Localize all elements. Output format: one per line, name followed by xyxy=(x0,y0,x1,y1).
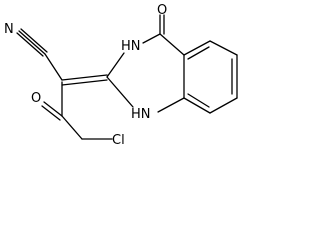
molecule-structure-diagram: N O HN HN O Cl xyxy=(4,3,238,148)
bond-n1-c2 xyxy=(106,76,134,108)
benzene-bond-1 xyxy=(183,40,211,56)
exocyclic-double-bond xyxy=(61,74,108,86)
benzene-bond-5 xyxy=(183,97,211,114)
atom-label-chlorine: Cl xyxy=(112,133,125,148)
bond-c8a-n1 xyxy=(157,97,185,113)
atom-label-n3-h: HN xyxy=(121,39,141,54)
benzene-bond-2 xyxy=(209,40,238,56)
atom-label-n1-h: HN xyxy=(131,107,151,122)
benzene-bond-5-inner xyxy=(187,93,210,108)
bond-c2-n3 xyxy=(106,52,125,78)
benzene-bond-4 xyxy=(209,97,238,114)
atom-label-ring-carbonyl-o: O xyxy=(157,3,167,18)
ring-carbonyl-double-bond xyxy=(159,14,165,35)
atom-label-ketone-o: O xyxy=(31,91,41,106)
bond-n3-c4 xyxy=(142,33,161,44)
bond-ketone-to-ch2 xyxy=(61,115,83,140)
nitrile-triple-bond xyxy=(16,28,48,57)
bond-central-to-nitrile xyxy=(44,53,63,81)
ketone-double-bond xyxy=(41,101,63,121)
atom-label-nitrile-n: N xyxy=(4,22,14,37)
benzene-bond-1-inner xyxy=(187,46,210,60)
bond-c4-c4a xyxy=(159,33,185,56)
